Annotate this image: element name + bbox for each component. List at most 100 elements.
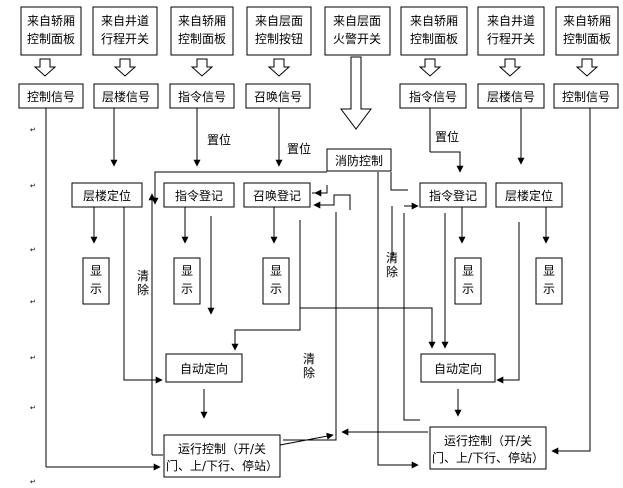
hollow-arrows [33, 56, 599, 130]
svg-text:清: 清 [137, 269, 149, 283]
svg-text:自动定向: 自动定向 [180, 361, 228, 376]
auto-direction-box-right: 自动定向 [420, 353, 496, 383]
svg-text:来自层面: 来自层面 [333, 14, 381, 28]
svg-text:↵: ↵ [30, 246, 36, 254]
set-label: 置位 [207, 132, 231, 147]
svg-text:指令登记: 指令登记 [175, 188, 223, 203]
svg-text:来自井道: 来自井道 [487, 14, 535, 28]
display-box-2: 显 示 [173, 257, 201, 305]
run-control-box-right: 运行控制（开/关 门、上/下行、停站） [429, 426, 547, 470]
svg-text:来自井道: 来自井道 [101, 14, 149, 28]
svg-text:指令信号: 指令信号 [178, 89, 226, 104]
command-register-box-left: 指令登记 [163, 182, 235, 208]
svg-text:来自层面: 来自层面 [255, 14, 303, 28]
set-label: 置位 [287, 141, 311, 156]
svg-text:层楼信号: 层楼信号 [102, 89, 150, 104]
hollow-down-arrow-icon [575, 58, 599, 77]
svg-text:示: 示 [462, 282, 474, 296]
svg-text:运行控制（开/关: 运行控制（开/关 [178, 442, 266, 456]
svg-text:控制面板: 控制面板 [27, 32, 75, 46]
command-register-box-right: 指令登记 [419, 182, 487, 208]
signal-box-3: 指令信号 [169, 83, 235, 109]
svg-text:火警开关: 火警开关 [333, 31, 381, 46]
svg-text:自动定向: 自动定向 [434, 361, 482, 376]
svg-text:层楼定位: 层楼定位 [83, 188, 131, 203]
svg-text:指令信号: 指令信号 [409, 89, 457, 104]
source-box-8: 来自轿厢 控制面板 [555, 6, 619, 56]
svg-text:召唤登记: 召唤登记 [253, 188, 301, 203]
set-label: 置位 [435, 129, 459, 144]
svg-text:来自轿厢: 来自轿厢 [563, 13, 611, 28]
svg-text:↵: ↵ [30, 404, 36, 412]
svg-text:除: 除 [137, 282, 149, 297]
call-register-box: 召唤登记 [243, 182, 311, 208]
hollow-down-arrow-icon [190, 58, 214, 77]
clear-label-3: 清 除 [303, 352, 315, 380]
svg-text:行程开关: 行程开关 [101, 31, 149, 46]
source-box-5: 来自层面 火警开关 [324, 6, 391, 56]
run-control-box-left: 运行控制（开/关 门、上/下行、停站） [163, 434, 281, 478]
svg-text:来自轿厢: 来自轿厢 [178, 13, 226, 28]
svg-text:指令登记: 指令登记 [429, 188, 477, 203]
svg-text:来自轿厢: 来自轿厢 [27, 13, 75, 28]
hollow-down-arrow-icon [113, 58, 137, 77]
floor-position-box-left: 层楼定位 [71, 182, 143, 208]
svg-text:运行控制（开/关: 运行控制（开/关 [444, 434, 532, 448]
display-box-1: 显 示 [82, 257, 110, 305]
svg-text:显: 显 [462, 264, 474, 278]
svg-text:门、上/下行、停站）: 门、上/下行、停站） [166, 458, 278, 473]
svg-text:↵: ↵ [30, 126, 36, 134]
svg-text:显: 显 [90, 264, 102, 278]
display-box-4: 显 示 [454, 257, 482, 305]
svg-text:除: 除 [386, 264, 398, 279]
source-box-2: 来自井道 行程开关 [92, 6, 158, 56]
svg-text:示: 示 [181, 282, 193, 296]
svg-text:控制面板: 控制面板 [178, 32, 226, 46]
svg-text:门、上/下行、停站）: 门、上/下行、停站） [432, 450, 544, 465]
signal-box-7: 控制信号 [553, 83, 619, 109]
svg-text:控制按钮: 控制按钮 [255, 31, 303, 46]
svg-text:↵: ↵ [30, 354, 36, 362]
signal-box-4: 召唤信号 [245, 83, 311, 109]
svg-text:示: 示 [543, 282, 555, 296]
hollow-down-arrow-icon [418, 58, 442, 77]
hollow-down-arrow-icon [267, 58, 291, 77]
svg-text:显: 显 [181, 264, 193, 278]
display-box-5: 显 示 [535, 257, 563, 305]
source-box-3: 来自轿厢 控制面板 [170, 6, 234, 56]
svg-text:召唤信号: 召唤信号 [254, 90, 302, 104]
signal-box-6: 层楼信号 [477, 83, 545, 109]
svg-text:层楼信号: 层楼信号 [487, 89, 535, 104]
floor-position-box-right: 层楼定位 [495, 182, 563, 208]
svg-text:↵: ↵ [30, 298, 36, 306]
svg-text:清: 清 [303, 352, 315, 366]
svg-text:控制面板: 控制面板 [410, 32, 458, 46]
margin-marks: ↵ ↵ ↵ ↵ ↵ ↵ ↵ [30, 126, 36, 486]
svg-text:控制面板: 控制面板 [563, 32, 611, 46]
svg-text:↵: ↵ [30, 478, 36, 486]
svg-text:层楼定位: 层楼定位 [505, 188, 553, 203]
connectors [45, 108, 591, 471]
svg-text:示: 示 [270, 282, 282, 296]
signal-box-1: 控制信号 [18, 83, 84, 109]
signal-box-2: 层楼信号 [93, 83, 159, 109]
source-box-6: 来自轿厢 控制面板 [400, 6, 468, 56]
svg-text:来自轿厢: 来自轿厢 [410, 13, 458, 28]
svg-text:除: 除 [303, 365, 315, 380]
source-box-1: 来自轿厢 控制面板 [20, 6, 82, 56]
fire-control-box: 消防控制 [326, 148, 392, 172]
display-box-3: 显 示 [262, 257, 290, 305]
hollow-down-arrow-icon [33, 58, 57, 77]
svg-text:控制信号: 控制信号 [562, 90, 610, 104]
source-box-7: 来自井道 行程开关 [477, 6, 545, 56]
clear-label-1: 清 除 [137, 269, 149, 297]
auto-direction-box-left: 自动定向 [165, 353, 243, 383]
svg-text:显: 显 [543, 264, 555, 278]
svg-text:示: 示 [90, 282, 102, 296]
source-box-4: 来自层面 控制按钮 [246, 6, 312, 56]
svg-text:显: 显 [270, 264, 282, 278]
svg-text:↵: ↵ [30, 182, 36, 190]
hollow-down-arrow-icon [498, 58, 522, 77]
signal-box-5: 指令信号 [399, 83, 467, 109]
